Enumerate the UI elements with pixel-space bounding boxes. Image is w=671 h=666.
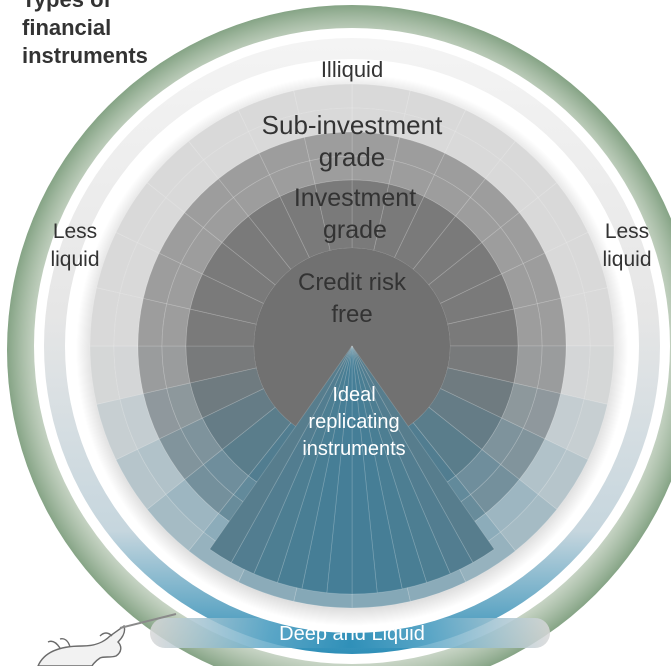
ideal-replicating-fan-segment [351,345,451,584]
ideal-replicating-fan-segment [351,345,474,575]
less-liquid-right-line2: liquid [602,248,651,271]
segment-wheel [89,83,615,609]
deep-liquid-band [150,618,550,648]
credit-risk-free-line2: free [331,301,372,328]
sub-investment-grade-line2: grade [319,142,386,172]
ideal-replicating-fan-segment [276,345,353,590]
diagram-title: Types of financial instruments [22,0,148,70]
less-liquid-left-line2: liquid [50,248,99,271]
deep-and-liquid-label: Deep and Liquid [279,623,425,645]
ideal-replicating-fan-segment [301,345,353,594]
investment-grade-line1: Investment [294,184,416,212]
title-line-1: Types of [22,0,148,14]
sub-investment-grade-line1: Sub-investment [262,110,443,140]
title-line-3: instruments [22,43,148,68]
investment-grade-line2: grade [323,216,387,244]
ideal-replicating-line2: replicating [308,411,399,433]
credit-risk-free-line1: Credit risk [298,269,407,296]
illiquid-label: Illiquid [321,57,383,82]
ideal-replicating-fan-segment [253,345,353,584]
ideal-replicating-line3: instruments [302,438,405,460]
ideal-replicating-fan-segment [351,345,403,594]
title-line-2: financial [22,15,112,40]
ideal-replicating-fan-segment [230,345,353,575]
ring-labels: Illiquid Less liquid Less liquid Sub-inv… [50,57,651,645]
unicorn-icon [37,613,177,666]
ideal-replicating-fan-segment [326,345,353,595]
ideal-replicating-fan-segment [209,345,353,564]
less-liquid-left-line1: Less [53,220,97,243]
less-liquid-right-line1: Less [605,220,649,243]
ideal-replicating-fan-segment [351,345,428,590]
ideal-replicating-fan-segment [351,345,378,595]
ideal-replicating-fan-segment [351,345,495,564]
ideal-replicating-line1: Ideal [332,384,375,406]
